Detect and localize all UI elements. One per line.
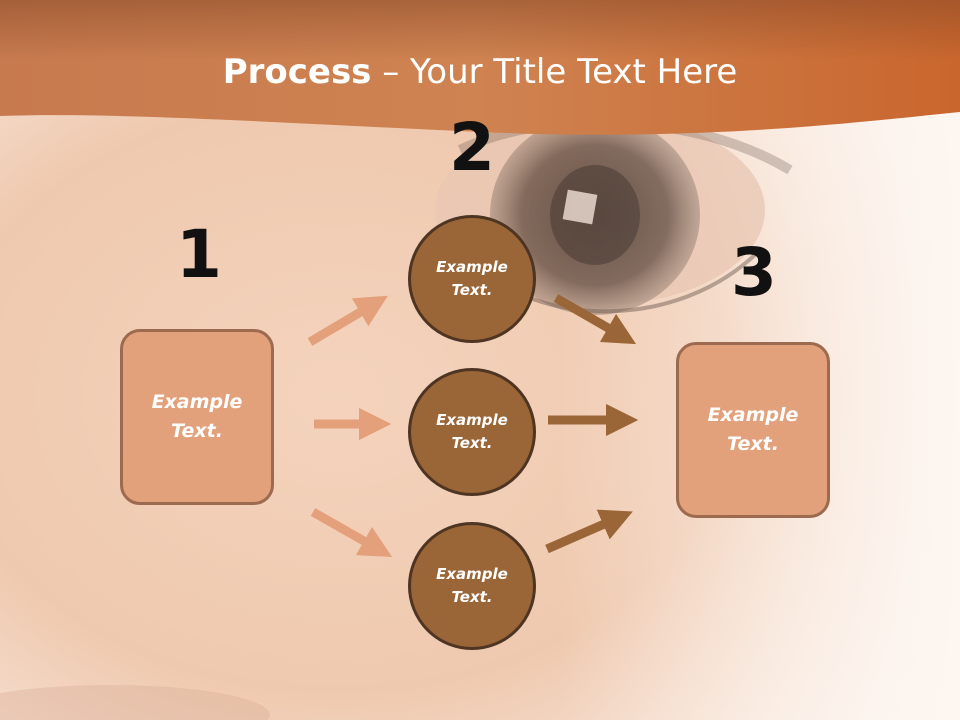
step-number-1: 1: [176, 216, 222, 293]
circle-node-middle[interactable]: Example Text.: [408, 368, 536, 496]
circle-bottom-label: Example Text.: [436, 565, 508, 606]
eye-illustration: [435, 115, 793, 315]
right-box-label: Example Text.: [707, 404, 799, 455]
circle-node-top[interactable]: Example Text.: [408, 215, 536, 343]
circle-top-label: Example Text.: [436, 258, 508, 299]
right-process-box[interactable]: Example Text.: [676, 342, 830, 518]
title-bold: Process: [222, 52, 372, 92]
slide-title: Process – Your Title Text Here: [0, 52, 960, 92]
title-rest: – Your Title Text Here: [371, 52, 738, 92]
left-box-label: Example Text.: [151, 391, 243, 442]
circle-node-bottom[interactable]: Example Text.: [408, 522, 536, 650]
circle-middle-label: Example Text.: [436, 411, 508, 452]
step-number-2: 2: [449, 109, 495, 186]
step-number-3: 3: [731, 234, 777, 311]
left-process-box[interactable]: Example Text.: [120, 329, 274, 505]
